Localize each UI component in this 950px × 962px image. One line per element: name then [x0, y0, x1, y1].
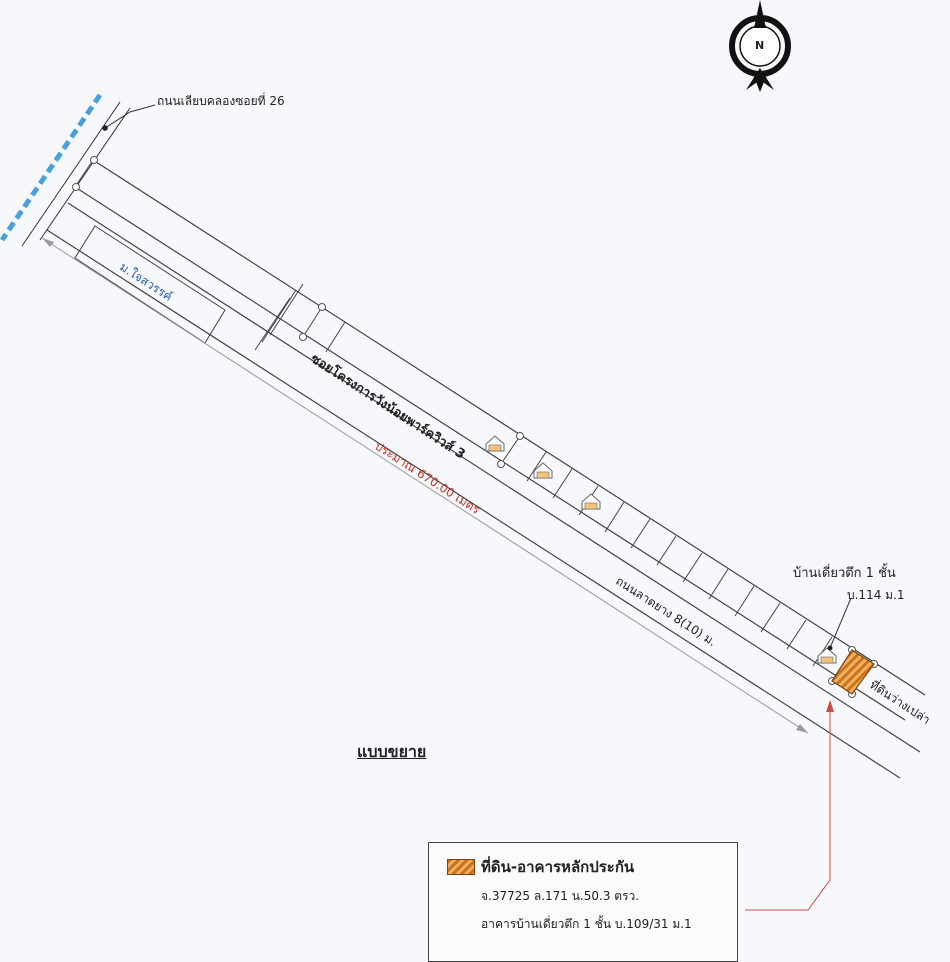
north-arrow-icon: [729, 0, 791, 92]
house-icon: [581, 493, 601, 510]
legend-line2: อาคารบ้านเดี่ยวตึก 1 ชั้น บ.109/31 ม.1: [481, 917, 692, 931]
legend-pointer-line: [745, 712, 831, 911]
canal-road-edge: [39, 107, 131, 241]
main-road-edge-bottom: [46, 229, 901, 779]
house-icon: [533, 462, 553, 479]
canal-road-label: ถนนเลียบคลองซอยที่ 26: [157, 94, 285, 108]
soi-edge-top: [92, 159, 926, 696]
distance-line: [41, 237, 809, 734]
map-heading: แบบขยาย: [357, 742, 427, 761]
legend-title: ที่ดิน-อาคารหลักประกัน: [481, 858, 635, 876]
house-icon: [485, 435, 505, 452]
house-label-line2: บ.114 ม.1: [847, 588, 905, 602]
compass-letter: N: [755, 39, 765, 52]
house-icon: [817, 647, 837, 664]
legend-line1: จ.37725 ล.171 น.50.3 ตรว.: [481, 889, 640, 903]
main-road-edge-top: [67, 202, 921, 753]
collateral-parcel: [831, 649, 875, 695]
canal-line: [0, 93, 103, 242]
legend-box: ที่ดิน-อาคารหลักประกัน จ.37725 ล.171 น.5…: [428, 842, 738, 962]
lot-row: [302, 306, 833, 667]
soi-edge-bottom: [74, 186, 906, 721]
canal-road-edge: [21, 101, 121, 247]
collateral-swatch-icon: [447, 859, 475, 875]
house-label-line1: บ้านเดี่ยวตึก 1 ชั้น: [793, 566, 896, 581]
